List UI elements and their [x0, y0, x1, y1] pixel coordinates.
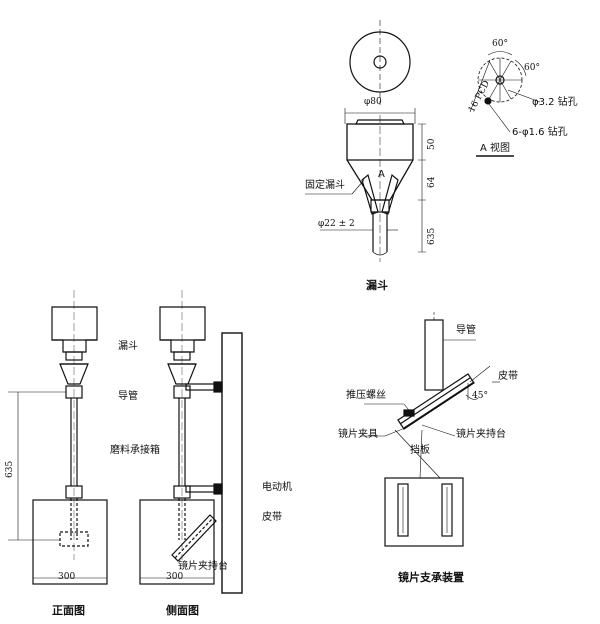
funnel-label: 漏斗 — [118, 341, 138, 352]
side-view-caption: 侧面图 — [166, 604, 199, 617]
funnel-diameter-label: φ80 — [364, 97, 382, 107]
baffle-label: 挡板 — [410, 445, 430, 456]
side-dim-width: 300 — [166, 572, 184, 582]
front-dim-width: 300 — [58, 572, 76, 582]
hole-label-1: φ3.2 钻孔 — [532, 97, 578, 108]
front-dim-height: 635 — [5, 460, 15, 478]
funnel-dim-tube: 635 — [427, 227, 437, 245]
push-screw-label: 推压螺丝 — [346, 390, 386, 401]
support-belt-label: 皮带 — [498, 371, 518, 382]
support-caption: 镜片支承装置 — [398, 571, 464, 584]
motor-label: 电动机 — [262, 482, 292, 493]
front-view-caption: 正面图 — [52, 604, 85, 617]
fixed-funnel-label: 固定漏斗 — [305, 180, 345, 191]
lens-clamp-label: 镜片夹具 — [338, 429, 378, 440]
side-view — [139, 290, 243, 594]
funnel-caption: 漏斗 — [366, 279, 388, 292]
funnel-dim-mid: 64 — [427, 176, 437, 188]
box-label: 磨料承接箱 — [110, 445, 160, 456]
funnel-side-view — [305, 108, 426, 262]
support-tube-label: 导管 — [456, 325, 476, 336]
funnel-top-view — [349, 20, 411, 105]
tube-diameter-label: φ22 ± 2 — [318, 219, 355, 229]
belt-label: 皮带 — [262, 512, 282, 523]
holder-label: 镜片夹持台 — [178, 561, 228, 572]
angle-45-label: 45° — [472, 391, 488, 401]
lens-holder-label: 镜片夹持台 — [456, 429, 506, 440]
funnel-dim-top: 50 — [427, 138, 437, 150]
support-device — [360, 312, 500, 547]
front-view — [8, 290, 108, 585]
hole-label-2: 6-φ1.6 钻孔 — [512, 127, 568, 138]
view-a-angle-2: 60° — [524, 63, 540, 73]
tube-label: 导管 — [118, 391, 138, 402]
funnel-label-a: A — [378, 169, 385, 180]
view-a — [469, 51, 541, 157]
view-a-caption: A 视图 — [480, 143, 511, 154]
view-a-angle-1: 60° — [492, 39, 508, 49]
